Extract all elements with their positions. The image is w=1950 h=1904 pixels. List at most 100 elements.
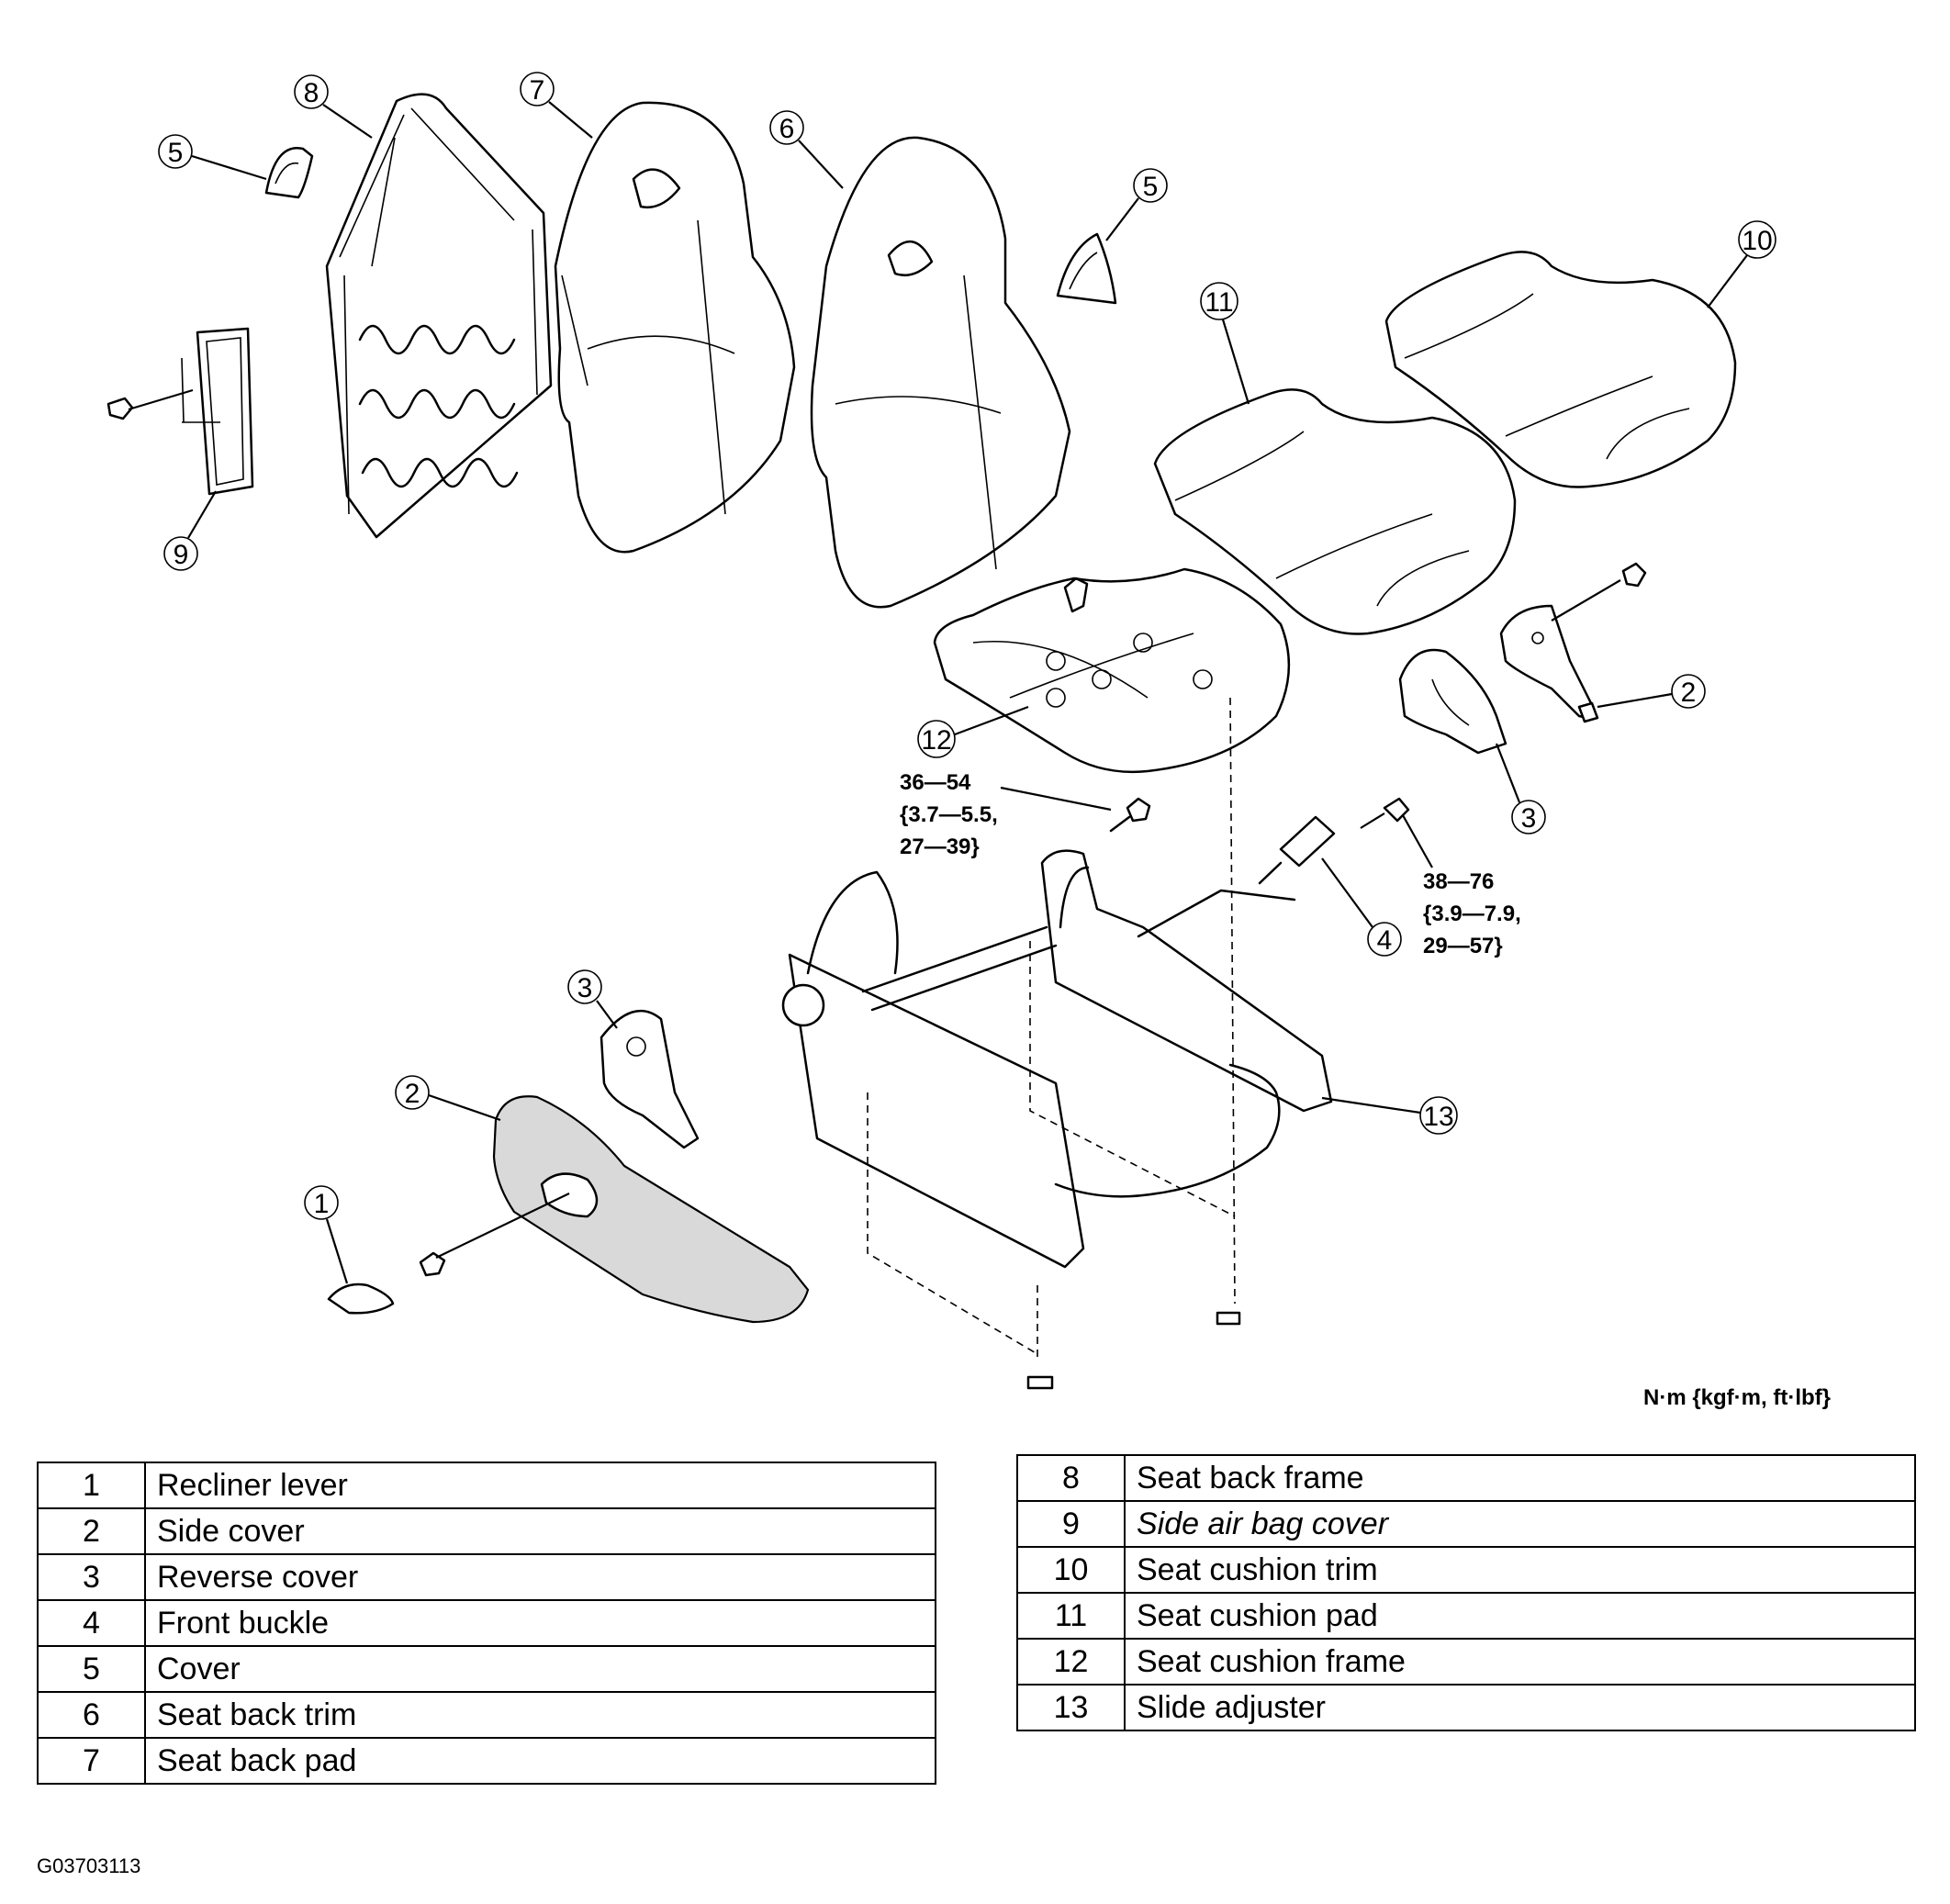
callout-10: 10 <box>1707 220 1776 308</box>
reverse-cover-right-drawing <box>1398 648 1507 755</box>
callout-6: 6 <box>769 110 844 189</box>
part-number: 11 <box>1016 1592 1126 1640</box>
callout-1: 1 <box>304 1185 349 1284</box>
seat-cushion-trim-drawing <box>1384 251 1737 488</box>
part-name: Slide adjuster <box>1124 1684 1916 1731</box>
svg-text:11: 11 <box>1205 287 1233 318</box>
svg-text:10: 10 <box>1742 226 1772 256</box>
recliner-lever-drawing <box>327 1282 395 1315</box>
part-number: 6 <box>37 1691 146 1739</box>
svg-text:5: 5 <box>1143 172 1159 202</box>
svg-text:3: 3 <box>1521 803 1537 834</box>
part-name: Seat cushion trim <box>1124 1546 1916 1594</box>
torque-spec-cushion-bolt: 36—54 {3.7—5.5, 27—39} <box>900 770 1112 859</box>
part-number: 3 <box>37 1553 146 1601</box>
part-number: 9 <box>1016 1500 1126 1548</box>
part-number: 1 <box>37 1462 146 1509</box>
part-name: Seat cushion frame <box>1124 1638 1916 1686</box>
part-name: Side cover <box>144 1507 936 1555</box>
front-buckle-drawing <box>1258 797 1410 885</box>
cover-right-drawing <box>1056 232 1117 305</box>
seat-back-pad-drawing <box>554 101 796 554</box>
torque-units-label: N·m {kgf·m, ft·lbf} <box>1643 1385 1831 1410</box>
cover-left-drawing <box>264 146 314 199</box>
assembly-line <box>1029 941 1236 1217</box>
callout-8: 8 <box>294 74 373 139</box>
part-name: Front buckle <box>144 1599 936 1647</box>
part-name: Seat cushion pad <box>1124 1592 1916 1640</box>
svg-text:7: 7 <box>530 75 545 106</box>
cushion-bolt-drawing <box>1109 797 1151 833</box>
svg-text:6: 6 <box>779 114 795 144</box>
svg-text:5: 5 <box>168 138 184 168</box>
part-number: 8 <box>1016 1454 1126 1502</box>
callout-9: 9 <box>163 490 217 571</box>
part-name: Recliner lever <box>144 1462 936 1509</box>
part-number: 5 <box>37 1645 146 1693</box>
part-number: 12 <box>1016 1638 1126 1686</box>
callout-7: 7 <box>520 72 593 139</box>
svg-text:8: 8 <box>304 78 319 108</box>
part-name: Seat back frame <box>1124 1454 1916 1502</box>
slide-adjuster-drawing <box>781 849 1333 1390</box>
svg-text:38—76: 38—76 <box>1423 869 1494 894</box>
side-airbag-cover-drawing <box>106 327 254 496</box>
svg-text:3: 3 <box>577 973 593 1003</box>
part-number: 4 <box>37 1599 146 1647</box>
torque-spec-buckle-bolt: 38—76 {3.9—7.9, 29—57} <box>1402 814 1521 958</box>
svg-text:4: 4 <box>1377 925 1393 956</box>
callout-12: 12 <box>917 705 1029 758</box>
svg-text:{3.9—7.9,: {3.9—7.9, <box>1423 902 1521 926</box>
assembly-line <box>1229 697 1236 1305</box>
svg-text:2: 2 <box>405 1079 420 1109</box>
assembly-line <box>867 1092 1038 1355</box>
seat-back-trim-drawing <box>810 136 1071 609</box>
part-number: 7 <box>37 1737 146 1785</box>
part-name: Seat back pad <box>144 1737 936 1785</box>
part-name: Seat back trim <box>144 1691 936 1739</box>
part-number: 10 <box>1016 1546 1126 1594</box>
part-name: Reverse cover <box>144 1553 936 1601</box>
reverse-cover-left-drawing <box>600 1009 700 1149</box>
side-cover-left-drawing <box>419 1095 810 1324</box>
svg-text:9: 9 <box>174 540 189 570</box>
svg-text:29—57}: 29—57} <box>1423 934 1503 958</box>
callout-4: 4 <box>1321 857 1402 957</box>
svg-text:1: 1 <box>314 1189 330 1219</box>
callout-3-left: 3 <box>567 969 618 1029</box>
callout-11: 11 <box>1200 282 1250 405</box>
part-number: 2 <box>37 1507 146 1555</box>
callout-5-left: 5 <box>158 134 267 181</box>
callout-2-left: 2 <box>395 1075 501 1122</box>
callout-5-right: 5 <box>1105 168 1168 241</box>
callout-13: 13 <box>1321 1096 1458 1135</box>
part-name: Side air bag cover <box>1124 1500 1916 1548</box>
svg-text:27—39}: 27—39} <box>900 834 980 859</box>
side-cover-right-drawing <box>1499 562 1647 723</box>
svg-text:13: 13 <box>1423 1102 1453 1132</box>
svg-text:2: 2 <box>1681 678 1697 708</box>
part-name: Cover <box>144 1645 936 1693</box>
callout-3-right: 3 <box>1495 743 1546 834</box>
svg-text:36—54: 36—54 <box>900 770 971 795</box>
part-number: 13 <box>1016 1684 1126 1731</box>
seat-back-frame-drawing <box>325 93 553 539</box>
seat-cushion-frame-drawing <box>933 567 1291 774</box>
exploded-seat-diagram: 1 2 2 3 3 4 5 5 6 7 <box>106 72 1776 1390</box>
callout-2-right: 2 <box>1597 674 1706 709</box>
svg-text:12: 12 <box>921 725 951 756</box>
